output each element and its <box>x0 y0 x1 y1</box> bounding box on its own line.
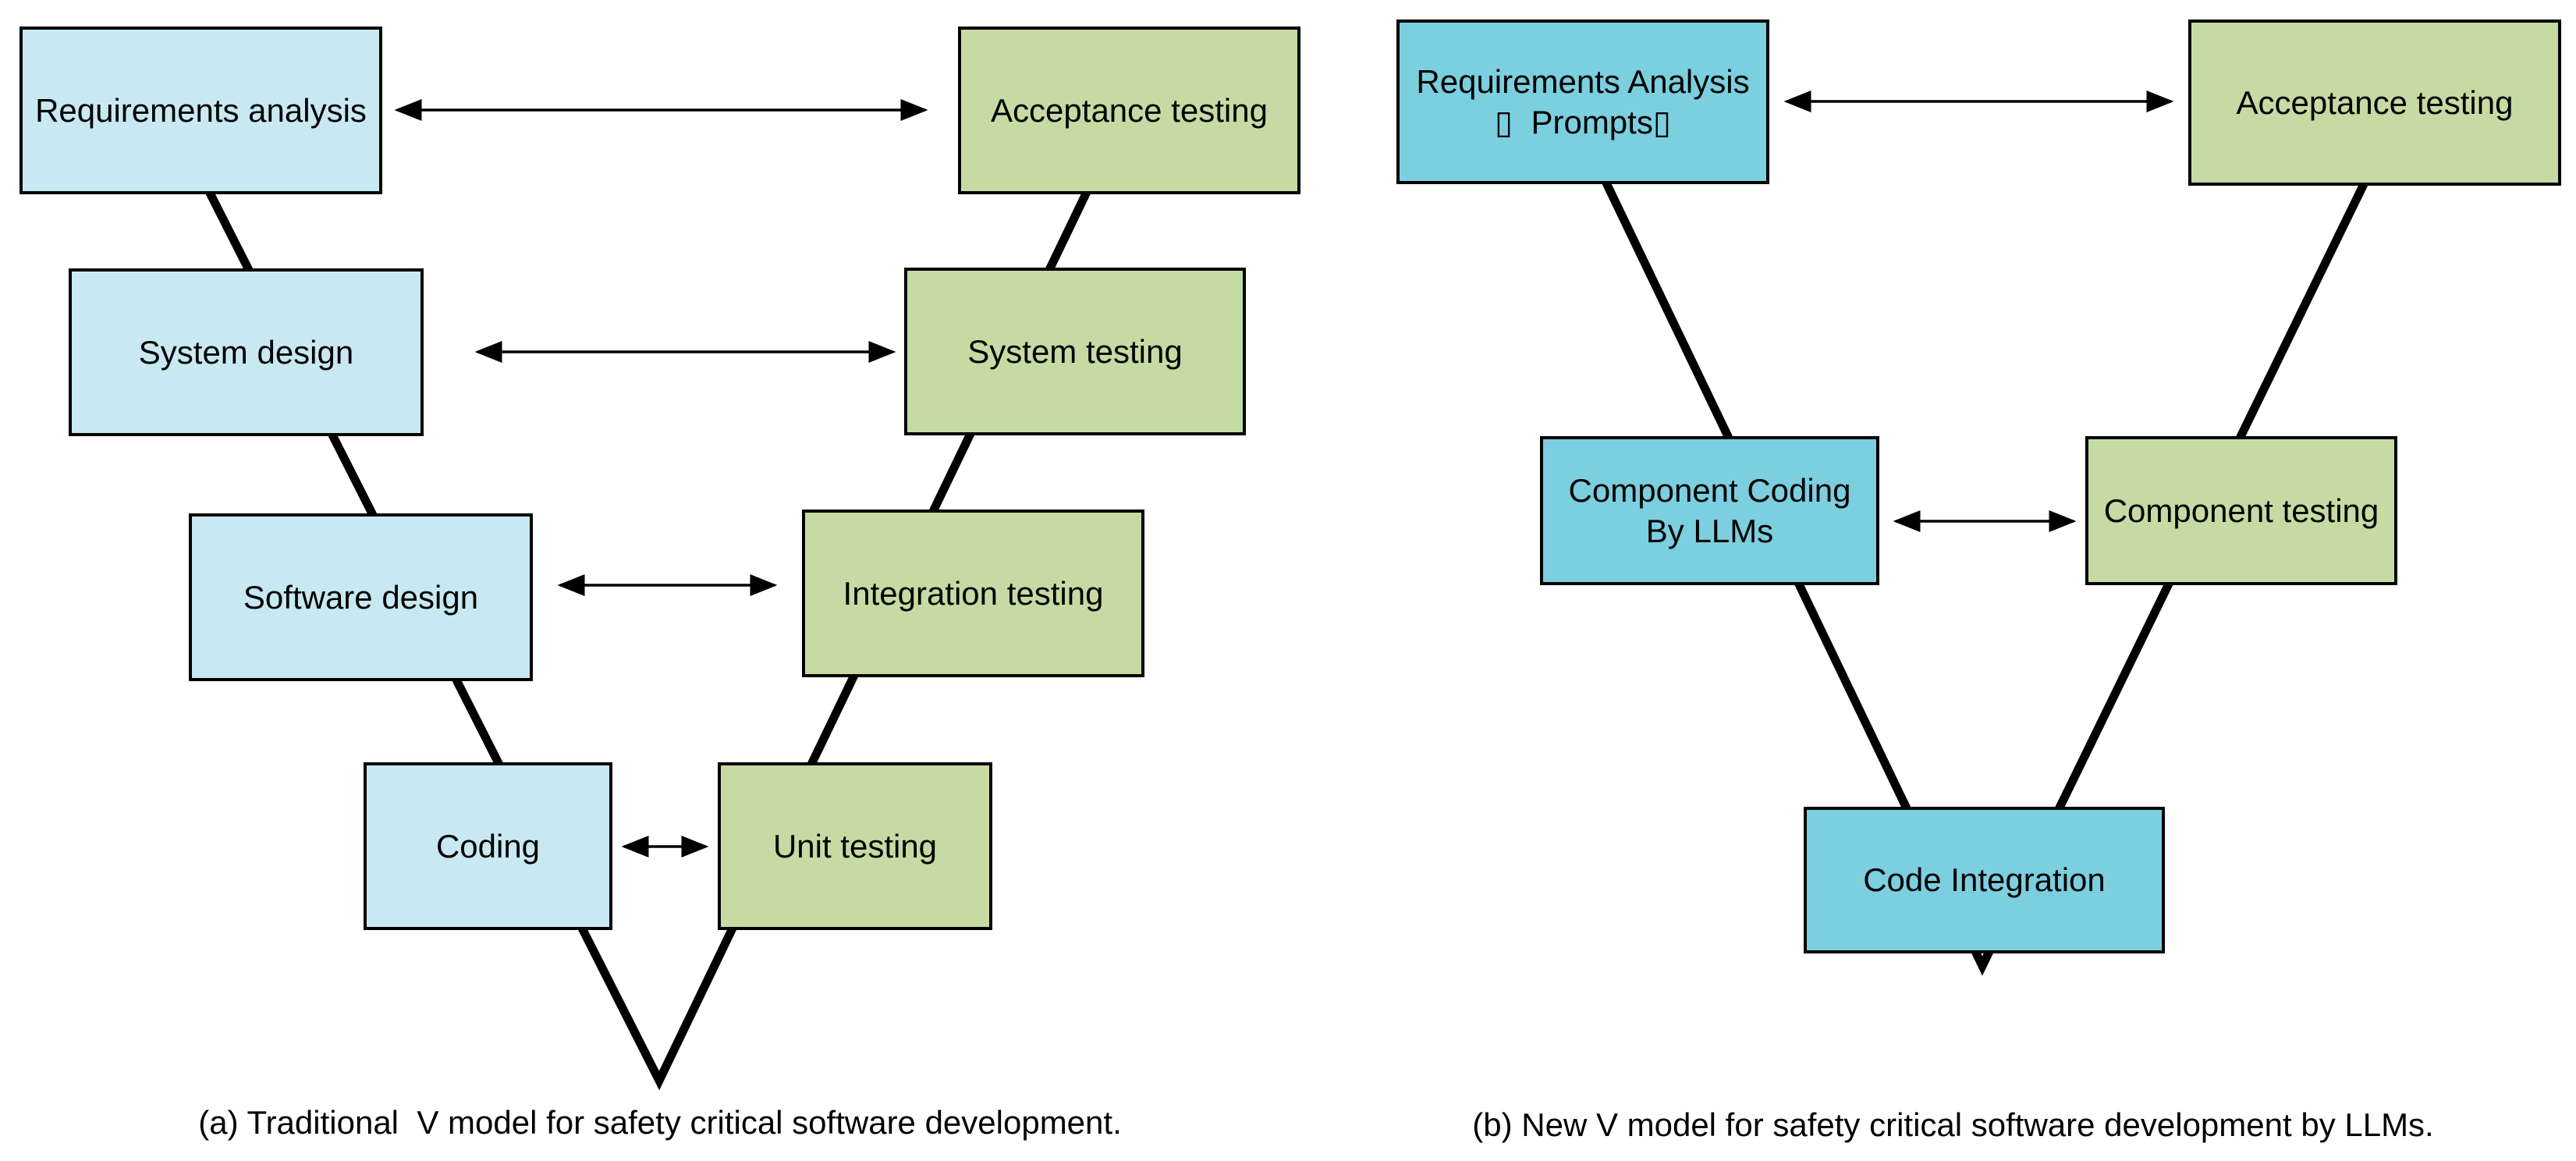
box-component-testing: Component testing <box>2085 436 2397 585</box>
box-label: Software design <box>243 578 479 616</box>
box-label: Requirements Analysis ▯ Prompts▯ <box>1416 63 1750 140</box>
box-label: System testing <box>967 332 1183 370</box>
box-label: Code Integration <box>1863 861 2106 899</box>
box-label: Unit testing <box>772 827 938 865</box>
box-label: System design <box>138 333 354 371</box>
box-requirements-analysis: Requirements analysis <box>20 27 382 194</box>
box-label: Acceptance testing <box>991 91 1268 129</box>
box-label: Acceptance testing <box>2236 83 2514 121</box>
box-integration-testing: Integration testing <box>802 509 1144 677</box>
box-system-design: System design <box>69 268 424 436</box>
box-label: Component Coding By LLMs <box>1568 472 1851 549</box>
caption-a: (a) Traditional V model for safety criti… <box>198 1104 1122 1141</box>
box-software-design: Software design <box>189 513 533 681</box>
box-code-integration: Code Integration <box>1804 807 2165 953</box>
box-system-testing: System testing <box>904 268 1246 435</box>
box-label: Coding <box>435 827 541 865</box>
box-label: Integration testing <box>843 574 1104 612</box>
box-component-coding-by-llms: Component Coding By LLMs <box>1540 436 1879 585</box>
caption-b: (b) New V model for safety critical soft… <box>1472 1106 2434 1143</box>
v-shape-right-diagram <box>1588 150 2383 976</box>
box-unit-testing: Unit testing <box>718 762 992 930</box>
box-coding: Coding <box>364 762 612 930</box>
box-requirements-analysis-prompts: Requirements Analysis ▯ Prompts▯ <box>1396 20 1769 184</box>
v-shape-left-diagram <box>183 146 1112 1091</box>
box-label: Requirements analysis <box>35 91 367 129</box>
box-acceptance-testing-a: Acceptance testing <box>958 27 1300 194</box>
box-acceptance-testing-b: Acceptance testing <box>2188 20 2561 186</box>
box-label: Component testing <box>2103 492 2379 529</box>
